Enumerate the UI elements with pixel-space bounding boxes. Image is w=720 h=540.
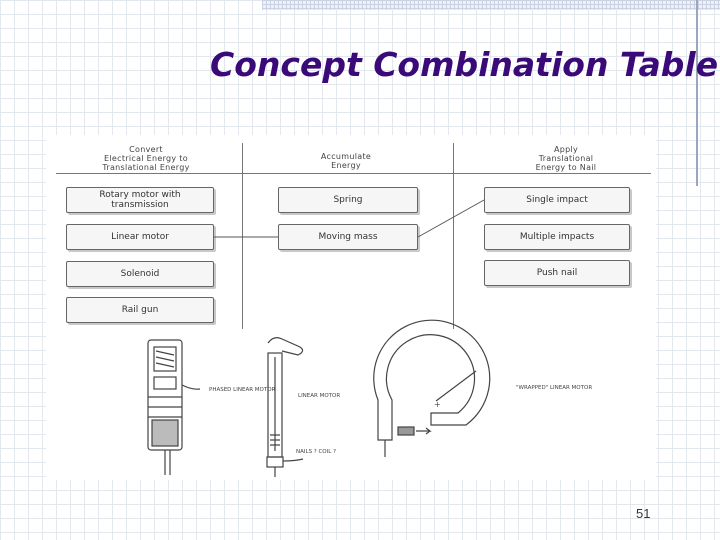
label-phased-motor-1: PHASED LINEAR MOTOR [209,387,276,393]
label-nails-coil: NAILS ? COIL ? [296,449,336,455]
option-rotary-motor: Rotary motor with transmission [66,187,214,213]
option-push-nail: Push nail [484,260,630,286]
option-solenoid: Solenoid [66,261,214,287]
option-spring: Spring [278,187,418,213]
header-divider [56,173,651,174]
sketch-phased-motor [147,339,201,475]
column-header-convert: Convert Electrical Energy to Translation… [102,145,190,172]
page-number: 51 [636,506,651,521]
option-multiple-impacts: Multiple impacts [484,224,630,250]
label-wrapped-motor: "WRAPPED" LINEAR MOTOR [516,385,592,391]
column-header-accumulate: Accumulate Energy [320,152,372,170]
slide-title: Concept Combination Table [210,45,719,84]
svg-text:+: + [434,400,441,409]
option-rail-gun: Rail gun [66,297,214,323]
column-divider-2 [453,143,454,329]
option-moving-mass: Moving mass [278,224,418,250]
concept-sketch: PHASED LINEAR MOTOR LINEAR MOTOR NAILS ?… [147,199,592,477]
option-linear-motor: Linear motor [66,224,214,250]
slide-top-decoration [262,0,720,10]
option-single-impact: Single impact [484,187,630,213]
column-header-apply: Apply Translational Energy to Nail [535,145,597,172]
sketch-linear-tube [266,337,304,477]
sketch-wrapped-motor: + [373,319,491,457]
label-linear-motor: LINEAR MOTOR [298,393,340,399]
concept-figure: Convert Electrical Energy to Translation… [46,135,656,480]
column-divider-1 [242,143,243,329]
link-mass-to-single [417,199,485,238]
slide-right-rule [696,0,698,186]
